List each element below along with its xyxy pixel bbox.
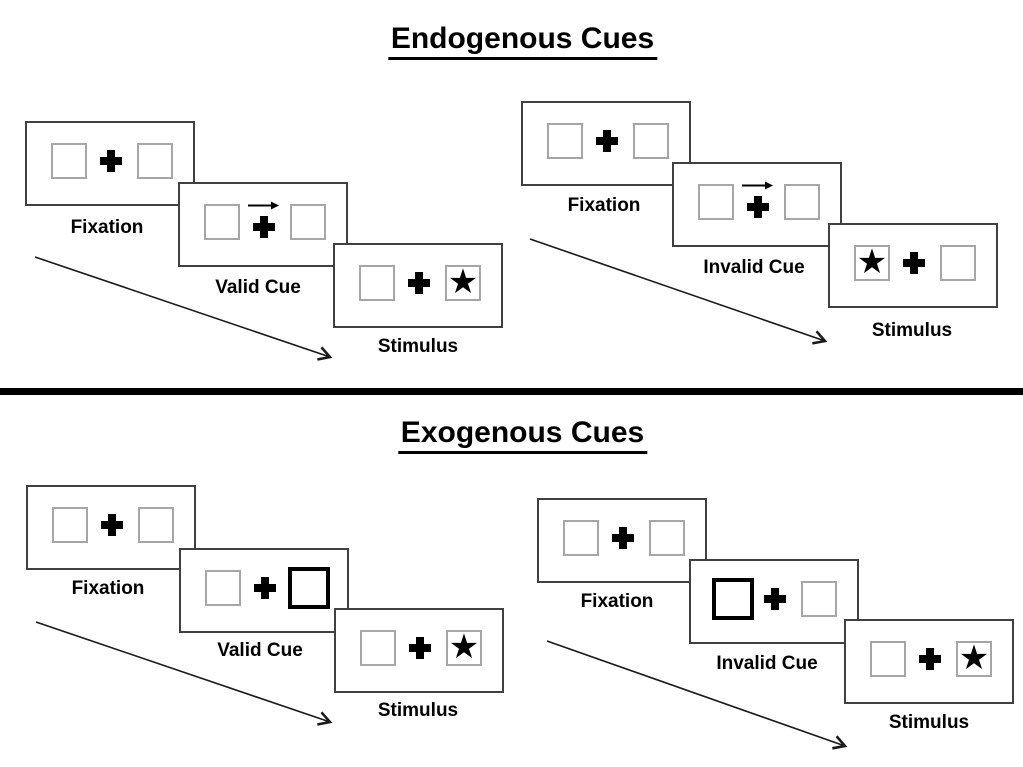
sequence-arrow bbox=[529, 238, 828, 345]
screen-label: Fixation bbox=[70, 217, 144, 238]
right-square bbox=[940, 245, 976, 281]
right-square bbox=[801, 581, 837, 617]
star-stimulus-icon: ★ bbox=[448, 627, 480, 666]
screen-label: Valid Cue bbox=[215, 277, 301, 298]
panel-endogenous-valid-cue bbox=[178, 182, 348, 267]
star-stimulus-icon: ★ bbox=[447, 262, 479, 301]
sequence-arrow bbox=[34, 256, 333, 361]
panel-endogenous-valid-stimulus: ★ bbox=[333, 243, 503, 328]
sequence-arrow bbox=[35, 621, 333, 726]
star-stimulus-icon: ★ bbox=[856, 242, 888, 281]
screen-label: Valid Cue bbox=[217, 640, 303, 661]
right-square bbox=[290, 204, 326, 240]
fixation-cross-icon bbox=[612, 527, 634, 549]
screen-label: Stimulus bbox=[377, 336, 459, 357]
fixation-cross-icon bbox=[903, 252, 925, 274]
left-square: ★ bbox=[854, 245, 890, 281]
panel-exogenous-valid-stimulus: ★ bbox=[334, 608, 504, 693]
left-square bbox=[698, 184, 734, 220]
panel-exogenous-invalid-fixation bbox=[537, 498, 707, 583]
fixation-cross-icon bbox=[101, 514, 123, 536]
left-square bbox=[52, 507, 88, 543]
screen-label: Stimulus bbox=[888, 712, 970, 733]
right-square: ★ bbox=[446, 630, 482, 666]
right-square: ★ bbox=[956, 641, 992, 677]
section-divider bbox=[0, 388, 1023, 395]
screen-label: Stimulus bbox=[871, 320, 953, 341]
fixation-cross-icon bbox=[747, 196, 769, 218]
right-square bbox=[138, 507, 174, 543]
left-square bbox=[360, 630, 396, 666]
left-square bbox=[547, 123, 583, 159]
left-square bbox=[563, 520, 599, 556]
sequence-arrow bbox=[546, 640, 848, 750]
left-square bbox=[204, 204, 240, 240]
panel-exogenous-invalid-stimulus: ★ bbox=[844, 619, 1014, 704]
right-square bbox=[633, 123, 669, 159]
right-square bbox=[649, 520, 685, 556]
screen-label: Fixation bbox=[71, 578, 145, 599]
panel-exogenous-valid-fixation bbox=[26, 485, 196, 570]
panel-exogenous-invalid-cue bbox=[689, 559, 859, 644]
section-title-exogenous: Exogenous Cues bbox=[397, 416, 648, 454]
right-square bbox=[784, 184, 820, 220]
panel-endogenous-invalid-stimulus: ★ bbox=[828, 223, 998, 308]
fixation-cross-icon bbox=[254, 577, 276, 599]
screen-label: Invalid Cue bbox=[716, 653, 818, 674]
panel-exogenous-valid-cue bbox=[179, 548, 349, 633]
right-square-highlighted bbox=[288, 567, 330, 609]
fixation-cross-icon bbox=[919, 648, 941, 670]
fixation-cross-icon bbox=[596, 130, 618, 152]
right-square: ★ bbox=[445, 265, 481, 301]
panel-endogenous-invalid-fixation bbox=[521, 101, 691, 186]
fixation-cross-icon bbox=[409, 637, 431, 659]
cue-arrow-right-icon bbox=[742, 181, 773, 190]
fixation-cross-icon bbox=[408, 272, 430, 294]
left-square bbox=[359, 265, 395, 301]
fixation-cross-icon bbox=[253, 216, 275, 238]
screen-label: Fixation bbox=[580, 591, 654, 612]
screen-label: Fixation bbox=[567, 195, 641, 216]
cue-arrow-right-icon bbox=[248, 201, 279, 210]
left-square bbox=[51, 143, 87, 179]
right-square bbox=[137, 143, 173, 179]
star-stimulus-icon: ★ bbox=[958, 638, 990, 677]
left-square bbox=[205, 570, 241, 606]
panel-endogenous-valid-fixation bbox=[25, 121, 195, 206]
left-square bbox=[870, 641, 906, 677]
fixation-cross-icon bbox=[764, 588, 786, 610]
section-title-endogenous: Endogenous Cues bbox=[387, 22, 658, 60]
screen-label: Invalid Cue bbox=[703, 257, 805, 278]
left-square-highlighted bbox=[712, 578, 754, 620]
fixation-cross-icon bbox=[100, 150, 122, 172]
panel-endogenous-invalid-cue bbox=[672, 162, 842, 247]
screen-label: Stimulus bbox=[377, 700, 459, 721]
